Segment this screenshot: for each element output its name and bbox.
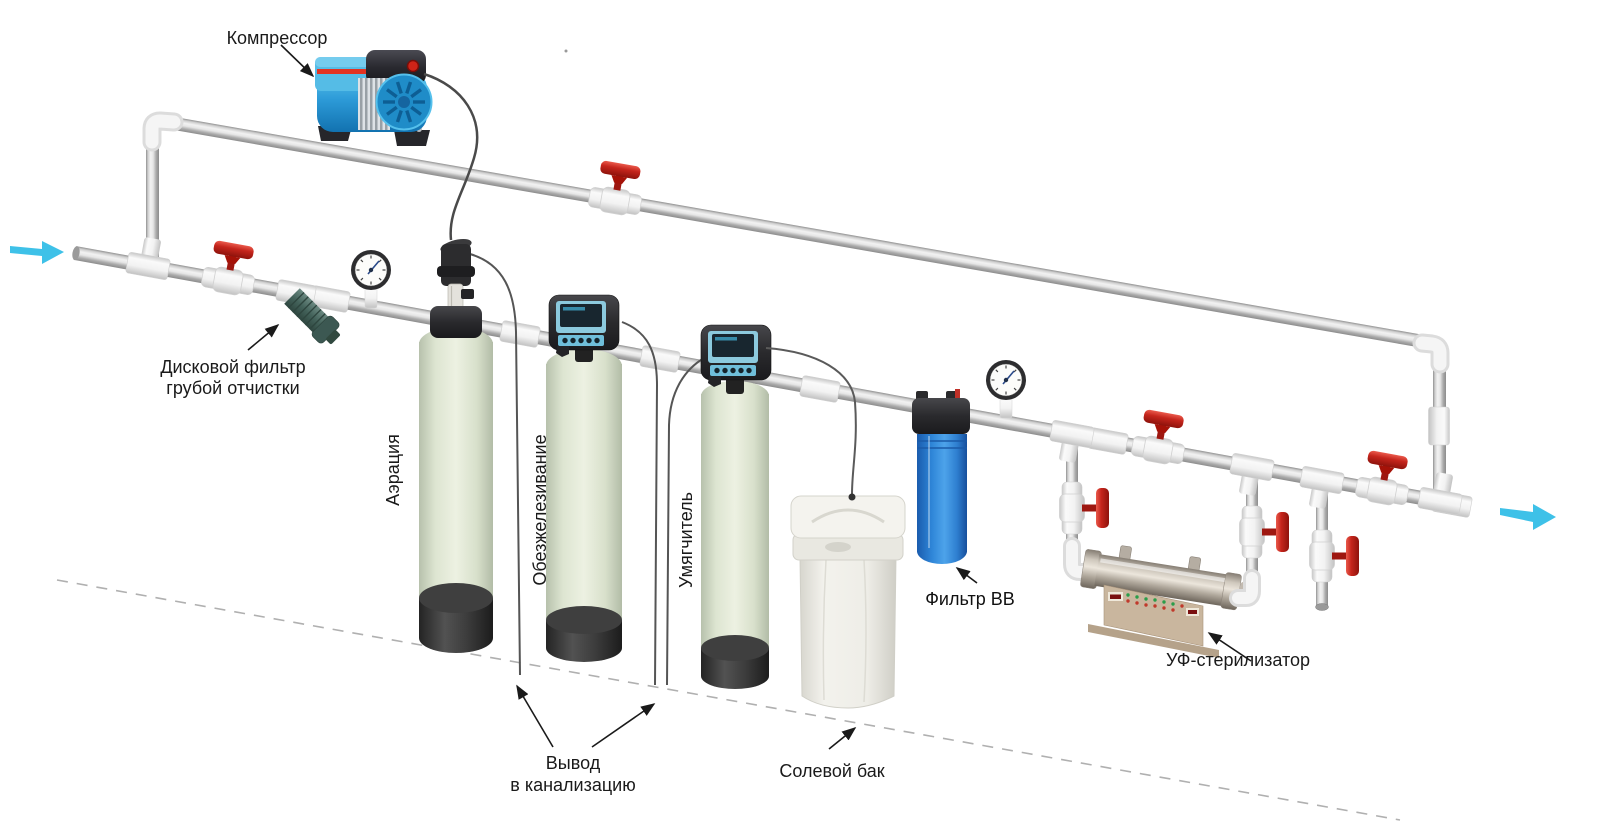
arrow-to-compressor [280, 44, 315, 78]
aeration-air-valve [430, 239, 482, 338]
aeration-tank [419, 327, 493, 653]
pipe-coupling [639, 344, 681, 374]
drain-label-line1: Вывод [546, 753, 601, 773]
pipe-coupling [499, 319, 541, 349]
ball-valve [199, 238, 261, 299]
pipe-elbow [1232, 572, 1258, 604]
control-valve-head-iron-removal [548, 294, 620, 358]
pressure-gauge-2 [985, 359, 1027, 419]
pipe-tee-inlet-riser [125, 234, 174, 281]
bb-filter-red-button [955, 389, 960, 399]
control-valve-head-softener [700, 324, 772, 388]
arrow-to-bb-filter [955, 567, 978, 584]
pipe-elbow [1066, 540, 1100, 578]
drain-tube-2 [621, 321, 659, 686]
drain-label-line2: в канализацию [510, 775, 635, 795]
brine-line [765, 347, 857, 495]
ball-valve-uv-out [1239, 505, 1290, 559]
softener-label: Умягчитель [676, 492, 696, 588]
bypass-pipe-top [142, 111, 1450, 503]
compressor-air-hose [423, 72, 479, 241]
ball-valve-drain-tap [1309, 529, 1360, 583]
arrow-to-drain-2 [591, 703, 656, 748]
uv-indicator-leds [1126, 593, 1184, 612]
arrow-to-drain-1 [516, 684, 554, 748]
floor-line [56, 579, 1401, 821]
annotation-arrows [247, 44, 1252, 750]
compressor-red-stripe [317, 69, 373, 74]
small-dot [564, 49, 568, 53]
pipe-tee-drain [1296, 465, 1345, 512]
arrow-to-salt-tank [828, 726, 857, 750]
ball-valve-uv-in [1059, 481, 1110, 535]
inlet-flow-arrow-icon [10, 241, 64, 264]
pipe-coupling [1428, 406, 1450, 446]
salt-tank [790, 495, 906, 709]
aeration-label: Аэрация [383, 434, 403, 506]
pipe-coupling [799, 374, 841, 404]
pipe-tee-uv-down [1046, 419, 1095, 466]
iron-removal-tank [546, 349, 622, 662]
disc-filter [275, 278, 340, 344]
uv-sterilizer-label: УФ-стерилизатор [1166, 650, 1310, 670]
pipe-tee-bypass-return [1417, 469, 1466, 516]
salt-tank-label: Солевой бак [779, 761, 884, 781]
compressor [315, 50, 433, 146]
iron-removal-label: Обезжелезивание [530, 434, 550, 585]
arrow-to-uv [1207, 632, 1252, 662]
bb-filter-label: Фильтр ВВ [925, 589, 1014, 609]
ball-valve-outlet [1353, 448, 1415, 509]
uv-base-foot [1088, 624, 1219, 658]
disc-filter-label-line2: грубой отчистки [166, 378, 299, 398]
brine-line-connector [848, 493, 856, 501]
softener-tank [701, 381, 769, 689]
drain-tube-1 [469, 253, 521, 676]
arrow-to-disc-filter [247, 323, 280, 351]
drain-tube-3 [666, 357, 705, 686]
bb-filter [912, 389, 970, 564]
ball-valve-uv-bypass [1129, 407, 1191, 468]
disc-filter-label-line1: Дисковой фильтр [160, 357, 305, 377]
compressor-fan-icon [375, 73, 433, 131]
ball-valve-bypass-top [586, 158, 648, 219]
compressor-label: Компрессор [227, 28, 328, 48]
outlet-flow-arrow-icon [1500, 504, 1556, 530]
pipe-tee-uv-up [1226, 452, 1275, 499]
